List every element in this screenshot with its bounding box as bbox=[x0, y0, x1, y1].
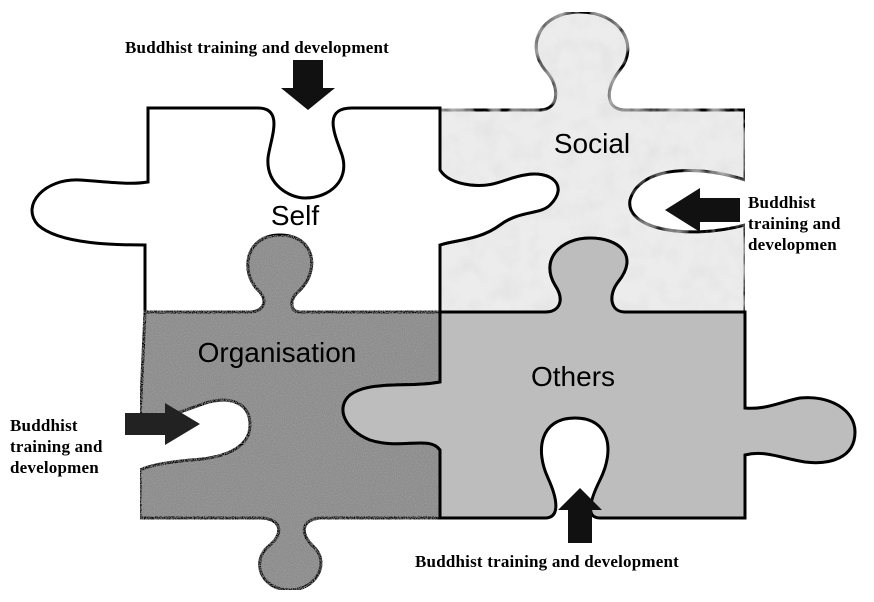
right-caption-line-3: developmen bbox=[748, 235, 837, 254]
others-piece bbox=[341, 236, 857, 520]
left-caption: Buddhist training and developmen bbox=[10, 415, 103, 478]
top-caption: Buddhist training and development bbox=[125, 37, 389, 58]
right-caption-line-1: Buddhist bbox=[748, 193, 816, 212]
social-label: Social bbox=[554, 128, 630, 159]
self-piece bbox=[30, 106, 560, 314]
organisation-label: Organisation bbox=[198, 337, 357, 368]
left-caption-line-1: Buddhist bbox=[10, 416, 78, 435]
arrow-left-icon bbox=[665, 188, 740, 232]
organisation-piece bbox=[138, 233, 442, 592]
arrow-up-icon bbox=[558, 488, 602, 543]
self-label: Self bbox=[271, 200, 319, 231]
right-caption-line-2: training and bbox=[748, 214, 841, 233]
top-caption-line: Buddhist training and development bbox=[125, 38, 390, 57]
left-caption-line-3: developmen bbox=[10, 458, 99, 477]
others-label: Others bbox=[531, 361, 615, 392]
left-caption-line-2: training and bbox=[10, 437, 103, 456]
bottom-caption-line: Buddhist training and development bbox=[415, 552, 680, 571]
right-caption: Buddhist training and developmen bbox=[748, 192, 841, 255]
bottom-caption: Buddhist training and development bbox=[415, 551, 679, 572]
arrow-down-icon bbox=[281, 60, 335, 110]
arrow-right-icon bbox=[125, 403, 200, 445]
